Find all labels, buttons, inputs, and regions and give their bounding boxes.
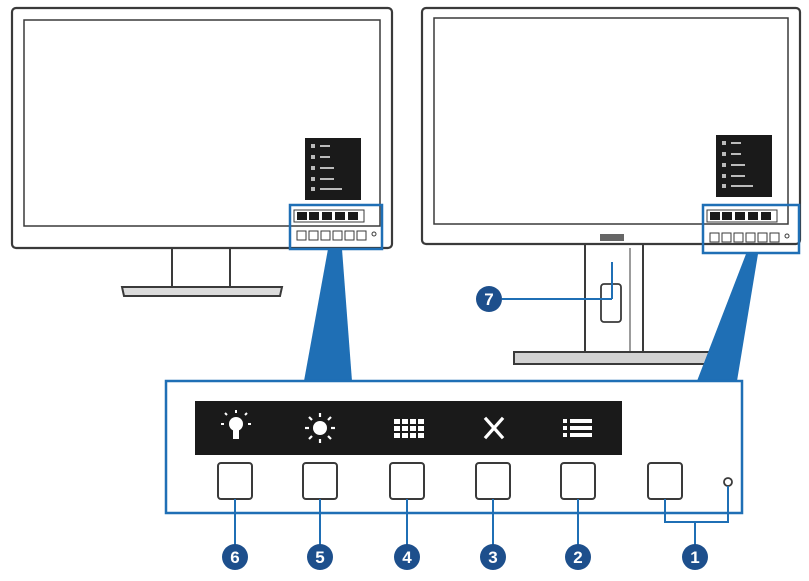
left-monitor-stand-neck (171, 241, 231, 291)
button-2[interactable] (560, 462, 596, 500)
power-led-indicator (723, 477, 733, 487)
right-mini-power-led (784, 233, 790, 239)
menu-list-icon (563, 419, 592, 437)
left-monitor-base (120, 286, 284, 297)
zoom-wedge-right (697, 254, 758, 381)
callout-6: 6 (222, 544, 248, 570)
left-monitor (10, 6, 394, 297)
left-osd-menu-rows (311, 144, 342, 191)
callout-5: 5 (307, 544, 333, 570)
right-monitor-base (513, 351, 713, 365)
brightness-icon (305, 413, 335, 443)
callout-7: 7 (476, 262, 613, 312)
right-monitor (420, 6, 802, 365)
callout-3: 3 (480, 544, 506, 570)
button-3[interactable] (475, 462, 511, 500)
zoom-wedge-left (304, 249, 352, 381)
callout-4: 4 (394, 544, 420, 570)
close-icon (483, 416, 505, 440)
callout-lines (234, 486, 729, 545)
button-4[interactable] (389, 462, 425, 500)
callout-7-label: 7 (484, 290, 493, 309)
callout-1: 1 (682, 544, 708, 570)
callout-2-label: 2 (573, 548, 582, 567)
callout-3-label: 3 (488, 548, 497, 567)
callout-1-label: 1 (690, 548, 699, 567)
grid-icon (394, 419, 424, 438)
enlarged-icon-panel (195, 401, 622, 455)
right-osd-menu-rows (722, 141, 753, 188)
right-mini-buttons (709, 232, 780, 243)
right-button-highlight (701, 203, 801, 255)
right-monitor-logo-bar (600, 234, 624, 241)
button-1[interactable] (647, 462, 683, 500)
power-light-icon (221, 410, 251, 439)
callout-2: 2 (565, 544, 591, 570)
left-mini-buttons (296, 230, 367, 241)
button-6[interactable] (217, 462, 253, 500)
callout-4-label: 4 (402, 548, 412, 567)
callout-6-label: 6 (230, 548, 239, 567)
button-5[interactable] (302, 462, 338, 500)
left-mini-power-led (371, 231, 377, 237)
callout-5-label: 5 (315, 548, 324, 567)
right-mini-icons (710, 212, 771, 220)
left-mini-icons (297, 212, 358, 220)
